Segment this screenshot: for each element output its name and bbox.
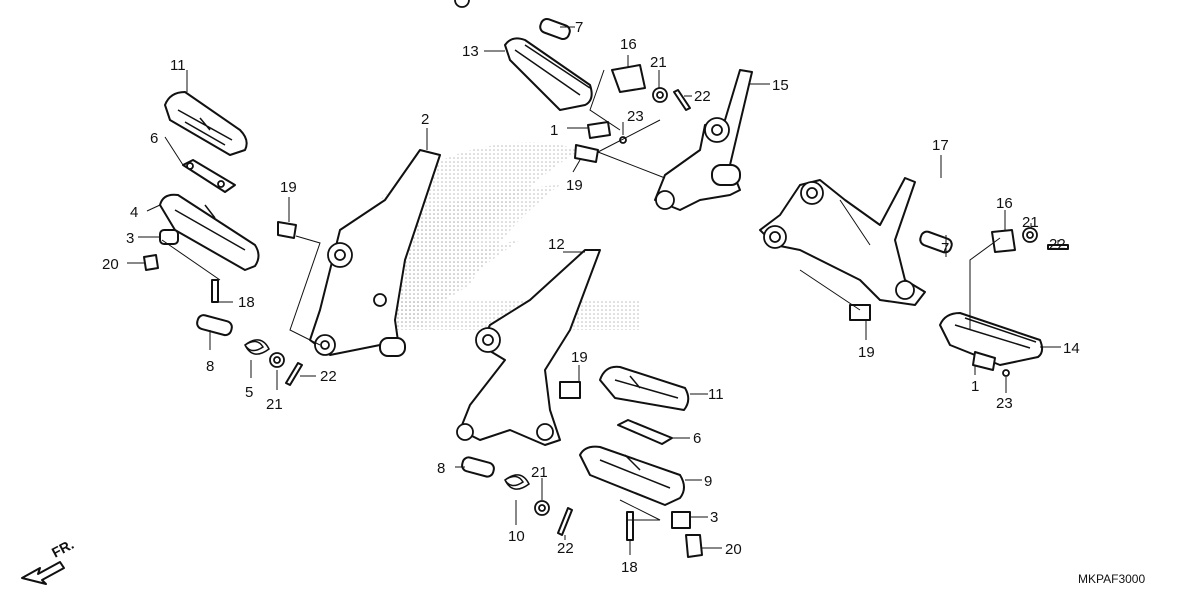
callout-21: 21 [1022, 214, 1039, 231]
callout-12: 12 [548, 236, 565, 253]
callout-20: 20 [102, 256, 119, 273]
callout-22: 22 [320, 368, 337, 385]
direction-label: FR. [49, 536, 76, 561]
callout-2: 2 [421, 111, 429, 128]
callout-7: 7 [941, 240, 949, 257]
callout-7: 7 [575, 19, 583, 36]
top-footpeg-assembly [454, 0, 753, 211]
callout-11: 11 [170, 57, 186, 74]
callout-22: 22 [694, 88, 711, 105]
direction-arrow-icon: FR. [21, 536, 76, 585]
callout-6: 6 [693, 430, 701, 447]
callout-19: 19 [566, 177, 583, 194]
left-bracket [277, 149, 441, 357]
callout-13: 13 [462, 43, 479, 60]
callout-4: 4 [130, 204, 138, 221]
diagram-code: MKPAF3000 [1078, 572, 1145, 586]
callout-3: 3 [710, 509, 718, 526]
right-bracket-assembly [759, 177, 1069, 377]
callout-16: 16 [996, 195, 1013, 212]
callout-19: 19 [571, 349, 588, 366]
callout-22: 22 [1049, 236, 1066, 253]
callout-8: 8 [206, 358, 214, 375]
callout-21: 21 [531, 464, 548, 481]
leader-lines [127, 26, 1061, 555]
callout-9: 9 [704, 473, 712, 490]
callout-22: 22 [557, 540, 574, 557]
callout-14: 14 [1063, 340, 1080, 357]
callout-1: 1 [971, 378, 979, 395]
callout-21: 21 [650, 54, 667, 71]
callout-23: 23 [996, 395, 1013, 412]
callout-21: 21 [266, 396, 283, 413]
callout-20: 20 [725, 541, 742, 558]
callout-3: 3 [126, 230, 134, 247]
callout-18: 18 [621, 559, 638, 576]
callout-16: 16 [620, 36, 637, 53]
center-bracket [456, 249, 601, 446]
callout-8: 8 [437, 460, 445, 477]
callout-19: 19 [858, 344, 875, 361]
left-footpeg-assembly [143, 91, 303, 386]
center-footpeg-assembly [461, 365, 703, 558]
callout-6: 6 [150, 130, 158, 147]
callout-11: 11 [708, 386, 724, 403]
callout-1: 1 [550, 122, 558, 139]
callout-18: 18 [238, 294, 255, 311]
callout-10: 10 [508, 528, 525, 545]
callout-labels: 11 6 4 3 20 18 8 5 21 22 2 19 13 7 16 21… [102, 19, 1080, 576]
callout-19: 19 [280, 179, 297, 196]
callout-17: 17 [932, 137, 949, 154]
callout-5: 5 [245, 384, 253, 401]
callout-23: 23 [627, 108, 644, 125]
callout-15: 15 [772, 77, 789, 94]
